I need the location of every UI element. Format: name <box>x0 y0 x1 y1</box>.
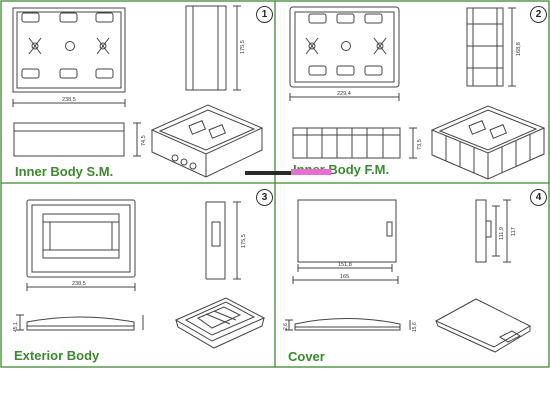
panel-1-height-dim: 175,5 <box>240 40 246 54</box>
panel-1-number-badge: 1 <box>256 6 273 23</box>
panel-2-width-dim: 229,4 <box>337 91 351 97</box>
panel-2-front-view <box>289 6 400 101</box>
panel-2-depth-dim: 73,5 <box>417 139 423 150</box>
panel-frame <box>0 0 550 368</box>
panel-2-isometric-view <box>430 105 546 180</box>
panel-2-number-badge: 2 <box>530 6 547 23</box>
panel-1-title: Inner Body S.M. <box>15 164 114 179</box>
panel-4-number-badge: 4 <box>530 189 547 206</box>
panel-1-front-view <box>12 7 126 107</box>
panel-4-isometric-view <box>434 298 532 353</box>
panel-3-side-view <box>205 201 241 280</box>
panel-1-depth-dim: 74,5 <box>141 135 147 146</box>
panel-4-thickness-right-dim: 15,6 <box>412 322 418 332</box>
panel-4-outer-width-dim: 165 <box>340 274 349 280</box>
panel-3-number-badge: 3 <box>256 189 273 206</box>
panel-3-depth-dim: 45,1 <box>13 322 19 332</box>
panel-3-height-dim: 175,5 <box>241 234 247 248</box>
panel-3-title: Exterior Body <box>14 348 100 363</box>
panel-1-section-view <box>13 122 141 157</box>
panel-1-isometric-view <box>150 104 264 178</box>
panel-4-side-view <box>475 199 511 263</box>
panel-4-front-view <box>292 199 399 284</box>
panel-4-title: Cover <box>288 349 325 364</box>
panel-2-height-dim: 168,8 <box>516 42 522 56</box>
dark-marker-strip <box>245 171 291 175</box>
panel-1-side-view <box>185 5 241 91</box>
pink-marker-strip <box>291 169 331 175</box>
panel-3-section-view <box>16 314 144 331</box>
panel-2-side-view <box>466 7 516 87</box>
panel-3-width-dim: 238,5 <box>72 281 86 287</box>
panel-4-outer-height-dim: 117 <box>511 227 517 236</box>
panel-3-isometric-view <box>174 297 266 349</box>
panel-3-front-view <box>26 199 136 291</box>
panel-2-section-view <box>292 127 417 159</box>
panel-4-thickness-left-dim: 2,6 <box>283 323 289 330</box>
panel-4-inner-height-dim: 111,9 <box>499 227 505 240</box>
panel-1-width-dim: 238,5 <box>62 97 76 103</box>
panel-4-inner-width-dim: 151,8 <box>338 262 352 268</box>
panel-4-section-view <box>285 318 411 331</box>
